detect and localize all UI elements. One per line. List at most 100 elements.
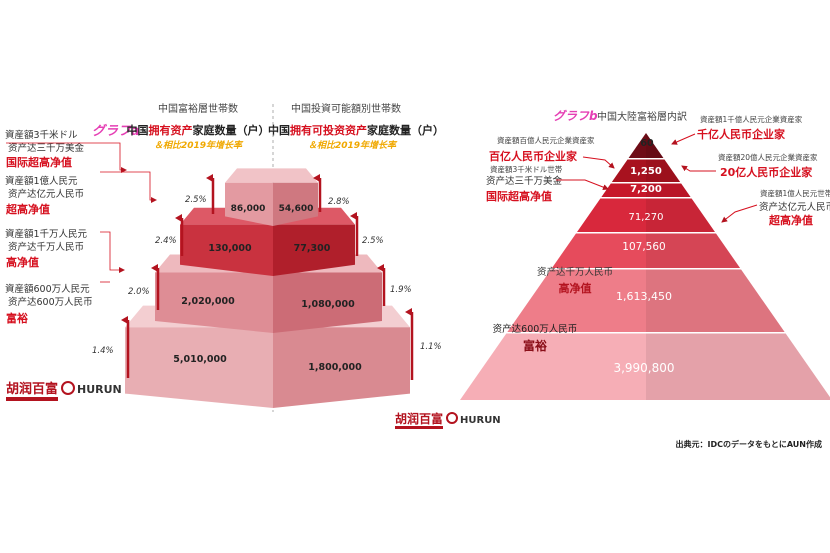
- step-right-face: [273, 182, 318, 226]
- annotation-jp: 資産額1千億人民元企業資産家: [700, 114, 803, 124]
- annotation-jp: 資産額百億人民元企業資産家: [497, 135, 595, 145]
- pyramid-value-label: 60: [640, 138, 654, 149]
- logo-underline: [395, 426, 443, 429]
- growth-label: 1.1%: [420, 342, 442, 352]
- annotation-jp: 資産額1億人民元世帯: [760, 188, 830, 198]
- tier-cn-label: 资产达亿元人民币: [8, 188, 84, 200]
- annotation-connector: [721, 204, 758, 223]
- annotation-name: 千亿人民币企业家: [697, 127, 786, 141]
- pyramid-value-label: 3,990,800: [613, 361, 674, 375]
- growth-label: 2.5%: [185, 195, 207, 205]
- pyramid-level-shade: [646, 183, 691, 197]
- hurun-cn-wordmark: 胡润百富: [6, 381, 58, 397]
- pyramid-level-1: [611, 159, 681, 182]
- graph-a-tier-label-0: 資産額600万人民元 资产达600万人民币 富裕: [5, 283, 93, 325]
- hurun-en-wordmark: HURUN: [460, 415, 501, 426]
- graph-a-left-title: 中国富裕層世帯数: [158, 102, 238, 115]
- graph-b-label: グラフb: [553, 109, 598, 123]
- annotation-name: 超高净值: [768, 213, 813, 227]
- annotation-cn: 资产达三千万美金: [486, 175, 563, 187]
- pyramid-value-label: 107,560: [622, 241, 665, 253]
- pyramid-level-3: [577, 198, 715, 232]
- tier-name: 超高净值: [5, 202, 50, 216]
- growth-label: 2.5%: [362, 236, 384, 246]
- logo-underline: [6, 397, 58, 401]
- pyramid-level-shade: [646, 159, 681, 182]
- graph-a-stepped-pyramid: [125, 168, 410, 408]
- pyramid-value-label: 7,200: [630, 184, 662, 195]
- graph-a-tier-label-1: 資産額1千万人民元 资产达千万人民币 高净值: [5, 228, 88, 269]
- annotation-name: 20亿人民币企业家: [720, 165, 813, 179]
- step-left-face: [180, 224, 273, 276]
- graph-a-tier-label-2: 資産額1億人民元 资产达亿元人民币 超高净值: [5, 175, 84, 216]
- hurun-logo-left: 胡润百富 HURUN: [6, 381, 122, 401]
- connector-line: [6, 142, 127, 173]
- pyramid-level-shade: [646, 198, 715, 232]
- hurun-emblem-icon: [61, 381, 75, 395]
- tier-name: 富裕: [6, 311, 28, 325]
- pyramid-level-shade: [646, 233, 741, 268]
- graph-a-left-subtitle: 中国拥有资产家庭数量（户）: [127, 123, 270, 137]
- graph-a-tier-label-3: 資産額3千米ドル 资产达三千万美金 国际超高净值: [5, 129, 85, 169]
- step-right-face: [273, 327, 410, 408]
- annotation-connector: [671, 133, 696, 145]
- graph-a: グラフa 中国富裕層世帯数 中国拥有资产家庭数量（户） ＆相比2019年增长率 …: [5, 102, 501, 429]
- annotation-jp: 資産額3千米ドル世帯: [490, 164, 563, 174]
- step-left-face: [155, 272, 273, 333]
- graph-b-pyramid: [460, 133, 830, 400]
- annotation-name: 百亿人民币企业家: [489, 149, 578, 163]
- pyramid-level-shade: [646, 269, 785, 332]
- pyramid-tier-name: 富裕: [523, 338, 547, 353]
- pyramid-level-2: [601, 183, 691, 197]
- annotation-name: 国际超高净值: [486, 189, 552, 203]
- step-right-face: [273, 272, 382, 333]
- value-label: 54,600: [279, 204, 314, 214]
- annotation-connector: [582, 156, 615, 169]
- pyramid-tier-name: 高净值: [559, 281, 592, 295]
- pyramid-level-shade: [646, 333, 830, 400]
- annotation-jp: 資産額20億人民元企業資産家: [718, 152, 818, 162]
- value-label: 5,010,000: [173, 354, 227, 365]
- value-label: 1,800,000: [308, 362, 362, 373]
- pyramid-value-label: 1,613,450: [616, 290, 672, 303]
- step-top-face: [225, 168, 318, 183]
- connector-line: [100, 171, 157, 203]
- value-label: 77,300: [294, 243, 331, 254]
- pyramid-level-5: [507, 269, 785, 332]
- annotation-connector: [681, 165, 716, 172]
- annotation-connector: [556, 179, 609, 190]
- tier-cn-label: 资产达千万人民币: [8, 241, 84, 253]
- tier-jp-label: 資産額1億人民元: [5, 175, 78, 187]
- tier-name: 高净值: [6, 255, 39, 269]
- tier-cn-label: 资产达600万人民币: [8, 296, 93, 308]
- pyramid-level-shade: [646, 133, 664, 158]
- pyramid-tier-cn-label: 资产达600万人民币: [493, 323, 578, 335]
- graph-b-title: 中国大陸富裕層内訳: [597, 110, 687, 123]
- source-note: 出典元：IDCのデータをもとにAUN作成: [676, 439, 822, 449]
- value-label: 86,000: [231, 204, 266, 214]
- tier-cn-label: 资产达三千万美金: [8, 142, 85, 154]
- graph-a-left-growth-note: ＆相比2019年增长率: [154, 140, 244, 151]
- annotation-cn: 资产达亿元人民币: [759, 201, 830, 213]
- step-left-face: [225, 182, 273, 226]
- tier-name: 国际超高净值: [6, 155, 72, 169]
- value-label: 1,080,000: [301, 299, 355, 310]
- pyramid-level-6: [460, 333, 830, 400]
- pyramid-value-label: 1,250: [630, 166, 662, 177]
- hurun-cn-wordmark: 胡润百富: [395, 411, 443, 426]
- step-tier-1: [155, 254, 382, 333]
- step-left-face: [125, 327, 273, 408]
- graph-a-right-title: 中国投資可能額別世帯数: [291, 102, 401, 115]
- pyramid-level-4: [551, 233, 741, 268]
- graph-a-right-subtitle: 中国拥有可投资资产家庭数量（户）: [268, 123, 444, 137]
- value-label: 130,000: [208, 243, 252, 254]
- step-tier-3: [225, 168, 318, 226]
- growth-label: 1.4%: [92, 346, 114, 356]
- hurun-en-wordmark: HURUN: [77, 383, 122, 396]
- growth-label: 2.8%: [328, 197, 350, 207]
- growth-label: 2.0%: [128, 287, 150, 297]
- hurun-logo-center: 胡润百富 HURUN: [395, 411, 501, 429]
- pyramid-level-0: [628, 133, 664, 158]
- value-label: 2,020,000: [181, 296, 235, 307]
